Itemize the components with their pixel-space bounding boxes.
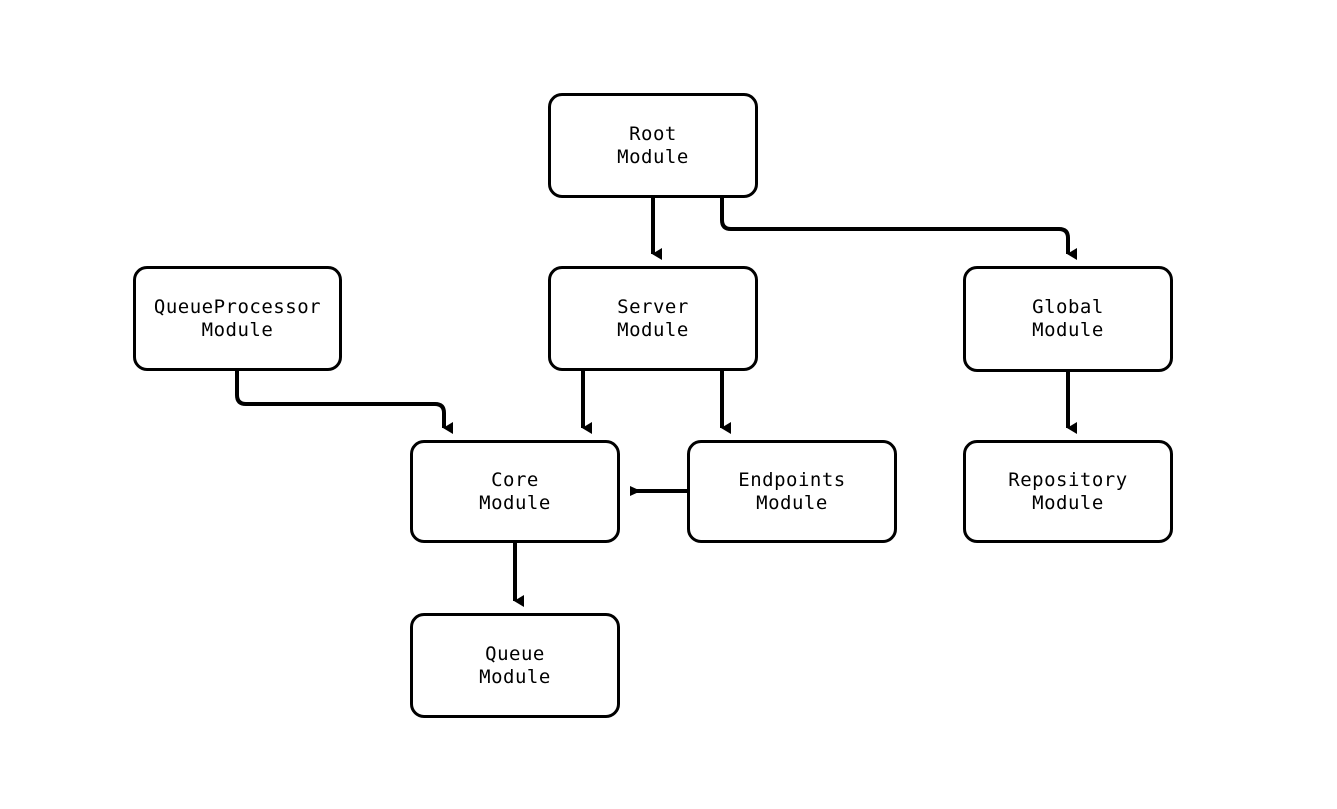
node-core-subtitle: Module [479, 491, 551, 514]
edge-root-global [720, 198, 1077, 260]
node-repository-title: Repository [1008, 468, 1128, 491]
node-queueprocessor-title: QueueProcessor [153, 295, 322, 318]
node-server-title: Server [617, 295, 689, 318]
node-root-title: Root [629, 122, 677, 145]
node-repository[interactable]: Repository Module [963, 440, 1173, 543]
node-root[interactable]: Root Module [548, 93, 758, 198]
node-queueprocessor[interactable]: QueueProcessor Module [133, 266, 342, 371]
node-core[interactable]: Core Module [410, 440, 620, 543]
node-root-subtitle: Module [617, 145, 689, 168]
node-endpoints-title: Endpoints [738, 468, 846, 491]
node-global[interactable]: Global Module [963, 266, 1173, 372]
node-global-title: Global [1032, 296, 1104, 318]
node-queue-subtitle: Module [479, 665, 551, 688]
node-endpoints-subtitle: Module [756, 491, 828, 514]
node-queueprocessor-subtitle: Module [201, 318, 274, 341]
node-queue-title: Queue [485, 642, 545, 665]
node-server[interactable]: Server Module [548, 266, 758, 371]
node-server-subtitle: Module [617, 318, 689, 341]
node-repository-subtitle: Module [1032, 491, 1104, 514]
node-queue[interactable]: Queue Module [410, 613, 620, 718]
node-endpoints[interactable]: Endpoints Module [687, 440, 897, 543]
edge-queueprocessor-core [235, 371, 453, 434]
node-core-title: Core [491, 468, 539, 491]
node-global-subtitle: Module [1032, 319, 1104, 341]
